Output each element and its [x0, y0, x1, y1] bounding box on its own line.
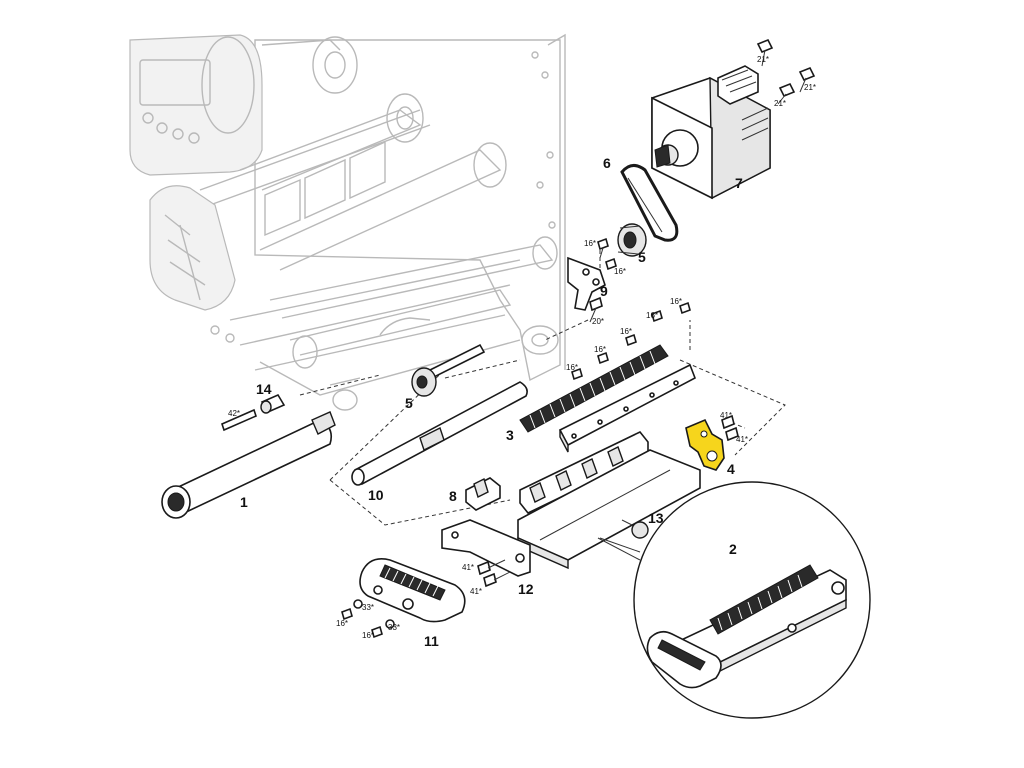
label-20: 20* [592, 317, 604, 326]
callout-1: 1 [240, 494, 248, 510]
part-9-bracket[interactable] [567, 256, 606, 311]
rail-guide-segment[interactable] [519, 431, 649, 514]
label-16h: 16* [336, 619, 348, 628]
screw-42 [221, 408, 257, 432]
screws-41-near-plate [721, 414, 739, 442]
screws-16-near-bracket [597, 237, 617, 271]
part-14-bushing[interactable] [260, 393, 286, 414]
callout-4: 4 [727, 461, 735, 477]
callout-5-lower: 5 [405, 395, 413, 411]
label-21c: 21* [774, 99, 786, 108]
printer-mechanism-ghost [129, 33, 566, 411]
callout-6: 6 [603, 155, 611, 171]
part-8-guide-clip[interactable] [465, 477, 501, 511]
callout-9: 9 [600, 283, 608, 299]
callout-12: 12 [518, 581, 534, 597]
label-41c: 41* [462, 563, 474, 572]
label-16a: 16* [584, 239, 596, 248]
label-21a: 21* [757, 55, 769, 64]
label-16f: 16* [594, 345, 606, 354]
label-16i: 16* [362, 631, 374, 640]
callout-8: 8 [449, 488, 457, 504]
knob-cable [599, 537, 641, 553]
callout-3: 3 [506, 427, 514, 443]
callout-5-upper: 5 [638, 249, 646, 265]
part-10-shaft[interactable] [351, 381, 528, 486]
assembly-guide-lines [299, 250, 786, 526]
part-11-pinch-roller-unit[interactable] [359, 558, 466, 623]
callout-11: 11 [424, 633, 439, 649]
callout-14: 14 [256, 381, 272, 397]
screws-21 [756, 38, 816, 105]
label-16d: 16* [646, 311, 658, 320]
label-16c: 16* [670, 297, 682, 306]
callout-7: 7 [735, 175, 743, 191]
screw-20 [589, 296, 603, 323]
part-6-drive-belt[interactable] [620, 164, 679, 242]
part-4-highlighted-plate[interactable] [685, 418, 725, 471]
part-13-knob[interactable] [621, 519, 649, 539]
part-5-idler-pulley[interactable] [411, 343, 486, 397]
label-16e: 16* [620, 327, 632, 336]
label-16g: 16* [566, 363, 578, 372]
label-33a: 33* [362, 603, 374, 612]
screws-16-row [571, 301, 691, 381]
callout-labels: 1 2 3 4 5 5 6 7 8 9 10 11 12 13 14 [240, 155, 743, 649]
screw-reference-labels: 21* 21* 21* 16* 16* 20* 16* 16* 16* 16* … [228, 55, 816, 640]
callout-13: 13 [648, 510, 664, 526]
callout-10: 10 [368, 487, 384, 503]
part-12-mounting-plate[interactable] [441, 519, 531, 577]
label-41d: 41* [470, 587, 482, 596]
label-33b: 33* [388, 623, 400, 632]
screws-41-near-mounting-plate [477, 559, 511, 588]
part-1-platen-roller[interactable] [161, 411, 336, 519]
part-5-drive-pulley[interactable] [617, 223, 647, 257]
part-7-stepper-motor[interactable] [651, 65, 771, 200]
detail-view-circle [597, 481, 871, 719]
screws-33-16-near-roller-unit [341, 599, 395, 639]
callout-2: 2 [729, 541, 737, 557]
label-16b: 16* [614, 267, 626, 276]
label-41a: 41* [720, 411, 732, 420]
label-42: 42* [228, 409, 240, 418]
label-41b: 41* [736, 435, 748, 444]
label-21b: 21* [804, 83, 816, 92]
part-3-spring-plate[interactable] [519, 344, 697, 453]
